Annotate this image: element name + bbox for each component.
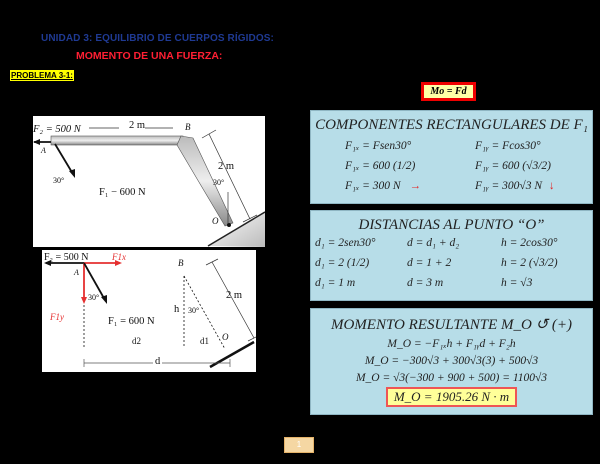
problem-label: PROBLEMA 3-1: — [10, 70, 74, 81]
moment-title: MOMENTO RESULTANTE M_O ↺ (+) — [330, 317, 572, 333]
d1-result: d₁ = 1 m — [315, 277, 356, 289]
point-b: B — [185, 122, 191, 132]
moment-result: M_O = 1905.26 N · m — [385, 387, 518, 407]
point-o: O — [222, 332, 229, 342]
right-arrow-icon: → — [409, 180, 421, 192]
f1y-substitution: F₁ᵧ = 600 (√3/2) — [475, 160, 551, 172]
point-a: A — [74, 268, 79, 277]
d-substitution: d = 1 + 2 — [407, 257, 452, 269]
side-dimension: 2 m — [218, 161, 235, 172]
d1-label: d1 — [200, 336, 209, 346]
angle-right: 30° — [213, 178, 225, 187]
figure-original-structure: F₂ = 500 N 2 m A B 30° F₁ − 600 N 2 m 30… — [33, 116, 265, 247]
f1y-label: F1y — [50, 312, 64, 322]
unit-title: UNIDAD 3: EQUILIBRIO DE CUERPOS RÍGIDOS: — [41, 33, 274, 44]
f1-label: F₁ − 600 N — [99, 187, 146, 198]
angle-left: 30° — [88, 293, 100, 302]
angle-left: 30° — [53, 176, 65, 185]
distances-row-2: d₁ = 2 (1/2) d = 1 + 2 h = 2 (√3/2) — [315, 257, 592, 269]
d-label: d — [153, 356, 163, 367]
moment-equation-3: M_O = √3(−300 + 900 + 500) = 1100√3 — [355, 372, 548, 384]
distances-row-1: d₁ = 2sen30° d = d₁ + d₂ h = 2cos30° — [315, 237, 592, 249]
point-a: A — [41, 146, 46, 155]
h-formula: h = 2cos30° — [501, 237, 558, 249]
h-label: h — [174, 304, 180, 315]
components-title: COMPONENTES RECTANGULARES DE F₁ — [315, 117, 588, 133]
moment-formula-box: Mo = Fd — [421, 82, 476, 101]
figure-free-body: F₂ = 500 N F1x A 30° F1y F₁ = 600 N B h … — [42, 250, 256, 372]
topic-title: MOMENTO DE UNA FUERZA: — [76, 50, 223, 62]
distances-row-3: d₁ = 1 m d = 3 m h = √3 — [315, 277, 592, 289]
components-row-2: F₁ₓ = 600 (1/2) F₁ᵧ = 600 (√3/2) — [345, 160, 592, 172]
f1y-result: F₁ᵧ = 300√3 N — [475, 180, 543, 192]
f1y-formula: F₁ᵧ = Fcos30° — [475, 140, 541, 152]
point-b: B — [178, 258, 184, 268]
f1x-result: F₁ₓ = 300 N — [345, 180, 401, 192]
d-result: d = 3 m — [407, 277, 444, 289]
point-o: O — [212, 216, 219, 226]
components-row-3: F₁ₓ = 300 N → F₁ᵧ = 300√3 N ↓ — [345, 180, 592, 192]
distances-title: DISTANCIAS AL PUNTO “O” — [358, 217, 545, 233]
components-row-1: F₁ₓ = Fsen30° F₁ᵧ = Fcos30° — [345, 140, 592, 152]
h-result: h = √3 — [501, 277, 533, 289]
f1x-label: F1x — [112, 252, 126, 262]
down-arrow-icon: ↓ — [548, 180, 555, 192]
side-dimension: 2 m — [226, 290, 243, 301]
structure-diagram-icon — [33, 127, 265, 247]
f1x-formula: F₁ₓ = Fsen30° — [345, 140, 412, 152]
moment-equation-1: M_O = −F₁ₓh + F₁ᵧd + F₂h — [387, 338, 516, 350]
angle-right: 30° — [188, 306, 200, 315]
components-panel: COMPONENTES RECTANGULARES DE F₁ F₁ₓ = Fs… — [310, 110, 593, 204]
top-dimension: 2 m — [129, 120, 146, 131]
moment-panel: MOMENTO RESULTANTE M_O ↺ (+) M_O = −F₁ₓh… — [310, 308, 593, 415]
f1x-substitution: F₁ₓ = 600 (1/2) — [345, 160, 416, 172]
d1-formula: d₁ = 2sen30° — [315, 237, 376, 249]
d1-substitution: d₁ = 2 (1/2) — [315, 257, 370, 269]
d2-label: d2 — [132, 336, 141, 346]
f1-label: F₁ = 600 N — [108, 316, 155, 327]
d-formula: d = d₁ + d₂ — [407, 237, 460, 249]
moment-equation-2: M_O = −300√3 + 300√3(3) + 500√3 — [364, 355, 539, 367]
f2-label: F₂ = 500 N — [44, 252, 89, 263]
h-substitution: h = 2 (√3/2) — [501, 257, 558, 269]
page-number: 1 — [284, 437, 314, 453]
distances-panel: DISTANCIAS AL PUNTO “O” d₁ = 2sen30° d =… — [310, 210, 593, 301]
f2-label: F₂ = 500 N — [33, 124, 81, 135]
